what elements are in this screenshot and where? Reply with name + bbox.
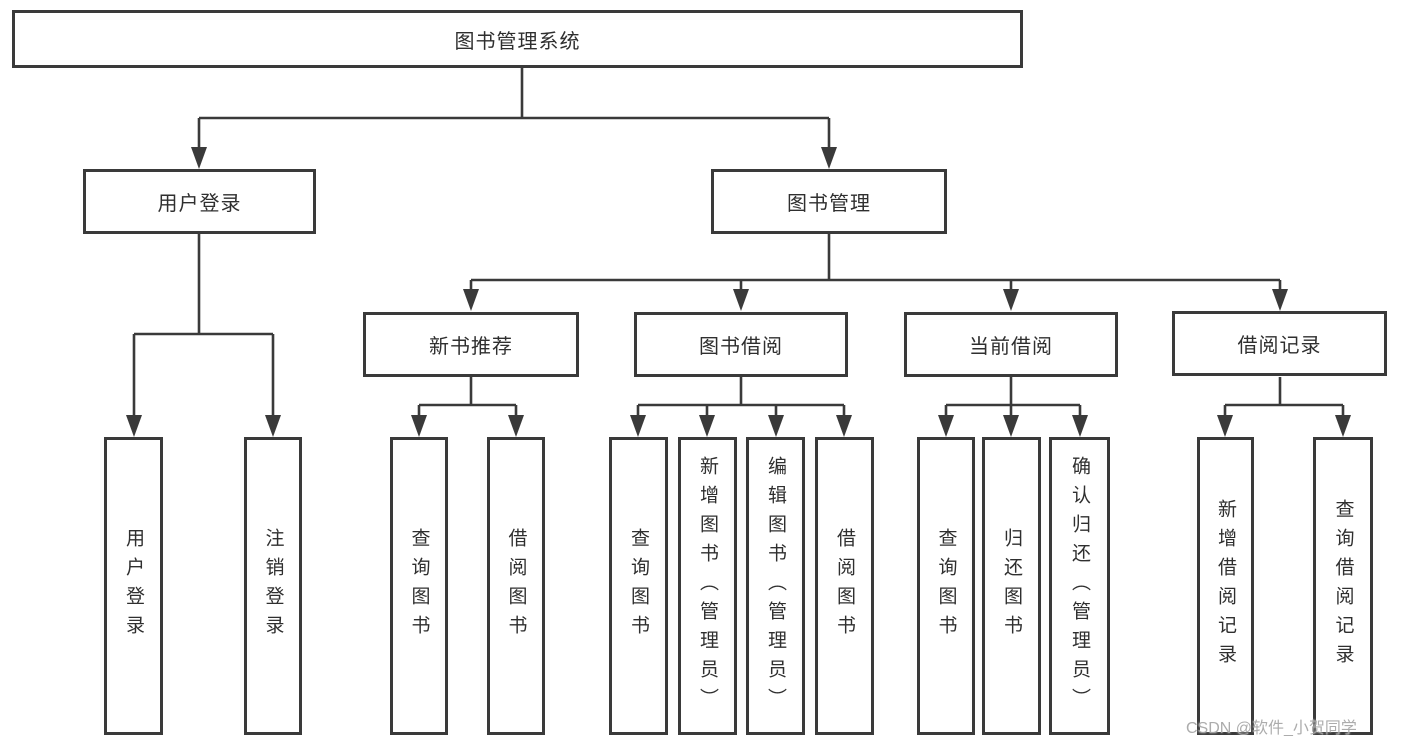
leaf-confirm-return-admin-label: 确认归还（管理员） [1069,455,1090,717]
arrowheads [126,147,1351,437]
csdn-watermark: CSDN @软件_小贺同学 [1186,720,1357,737]
node-current-borrow-label: 当前借阅 [969,336,1053,358]
node-user-login-label: 用户登录 [157,193,242,215]
node-current-borrow: 当前借阅 [904,312,1118,377]
node-borrow-record: 借阅记录 [1172,311,1387,376]
node-new-book-recommend-label: 新书推荐 [429,336,513,358]
node-book-borrow-label: 图书借阅 [699,336,783,358]
leaf-user-login: 用户登录 [104,437,163,735]
node-new-book-recommend: 新书推荐 [363,312,579,377]
leaf-recommend-borrow-book: 借阅图书 [487,437,545,735]
leaf-return-book: 归还图书 [982,437,1041,735]
leaf-query-borrow-record: 查询借阅记录 [1313,437,1373,735]
leaf-recommend-query-book: 查询图书 [390,437,448,735]
leaf-borrow-query-book-label: 查询图书 [628,528,649,644]
leaf-recommend-query-book-label: 查询图书 [408,528,430,644]
leaf-current-query-book: 查询图书 [917,437,975,735]
leaf-borrow-book: 借阅图书 [815,437,874,735]
node-book-borrow: 图书借阅 [634,312,848,377]
leaf-user-login-label: 用户登录 [123,528,144,644]
node-root-system: 图书管理系统 [12,10,1023,68]
leaf-edit-book-admin-label: 编辑图书（管理员） [765,455,786,717]
leaf-current-query-book-label: 查询图书 [935,528,957,644]
node-book-management: 图书管理 [711,169,947,234]
leaf-query-borrow-record-label: 查询借阅记录 [1332,499,1354,673]
leaf-edit-book-admin: 编辑图书（管理员） [746,437,805,735]
leaf-add-borrow-record: 新增借阅记录 [1197,437,1254,735]
leaf-borrow-query-book: 查询图书 [609,437,668,735]
node-book-management-label: 图书管理 [787,193,871,215]
leaf-logout-label: 注销登录 [262,528,284,644]
node-root-label: 图书管理系统 [454,30,581,53]
leaf-recommend-borrow-book-label: 借阅图书 [505,528,527,644]
leaf-add-book-admin: 新增图书（管理员） [678,437,737,735]
leaf-return-book-label: 归还图书 [1001,528,1022,644]
leaf-borrow-book-label: 借阅图书 [834,528,855,644]
leaf-add-borrow-record-label: 新增借阅记录 [1215,499,1236,673]
leaf-add-book-admin-label: 新增图书（管理员） [697,455,718,717]
leaf-confirm-return-admin: 确认归还（管理员） [1049,437,1110,735]
node-borrow-record-label: 借阅记录 [1237,335,1322,357]
leaf-logout: 注销登录 [244,437,302,735]
node-user-login: 用户登录 [83,169,316,234]
